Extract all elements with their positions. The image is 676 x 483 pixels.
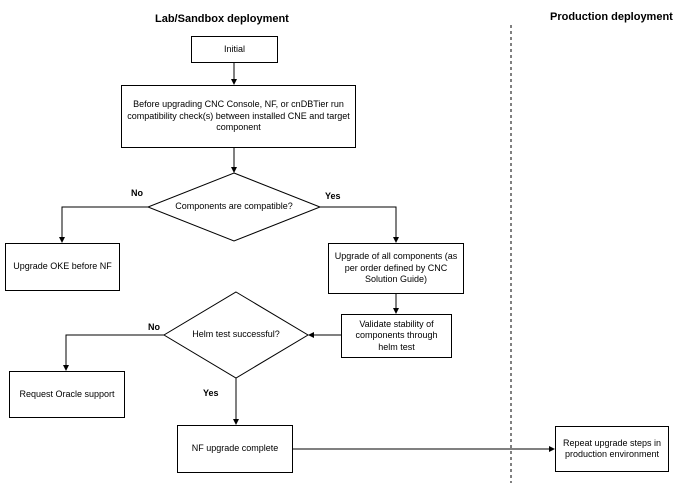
edge-no-to-oke: [59, 206, 148, 243]
upgrade-oke-node: Upgrade OKE before NF: [5, 243, 120, 291]
compatible-no-label: No: [131, 188, 143, 198]
compatibility-check-node: Before upgrading CNC Console, NF, or cnD…: [121, 85, 356, 148]
oracle-support-node: Request Oracle support: [9, 371, 125, 418]
validate-stability-node: Validate stability of components through…: [341, 314, 452, 358]
compatible-decision-label: Components are compatible?: [175, 201, 293, 212]
edge-yes-to-upgrade-all: [320, 206, 399, 243]
helm-decision-label: Helm test successful?: [192, 329, 280, 340]
helm-yes-label: Yes: [203, 388, 219, 398]
production-deployment-header: Production deployment: [550, 11, 673, 23]
helm-no-label: No: [148, 322, 160, 332]
edge-helm-no-to-support: [63, 334, 164, 371]
lab-deployment-header: Lab/Sandbox deployment: [155, 13, 289, 25]
upgrade-all-components-node: Upgrade of all components (as per order …: [328, 243, 464, 294]
compatible-decision-diamond: [146, 172, 322, 242]
nf-upgrade-complete-node: NF upgrade complete: [177, 425, 293, 473]
initial-node: Initial: [191, 36, 278, 63]
compatible-yes-label: Yes: [325, 191, 341, 201]
repeat-in-production-node: Repeat upgrade steps in production envir…: [555, 426, 669, 472]
